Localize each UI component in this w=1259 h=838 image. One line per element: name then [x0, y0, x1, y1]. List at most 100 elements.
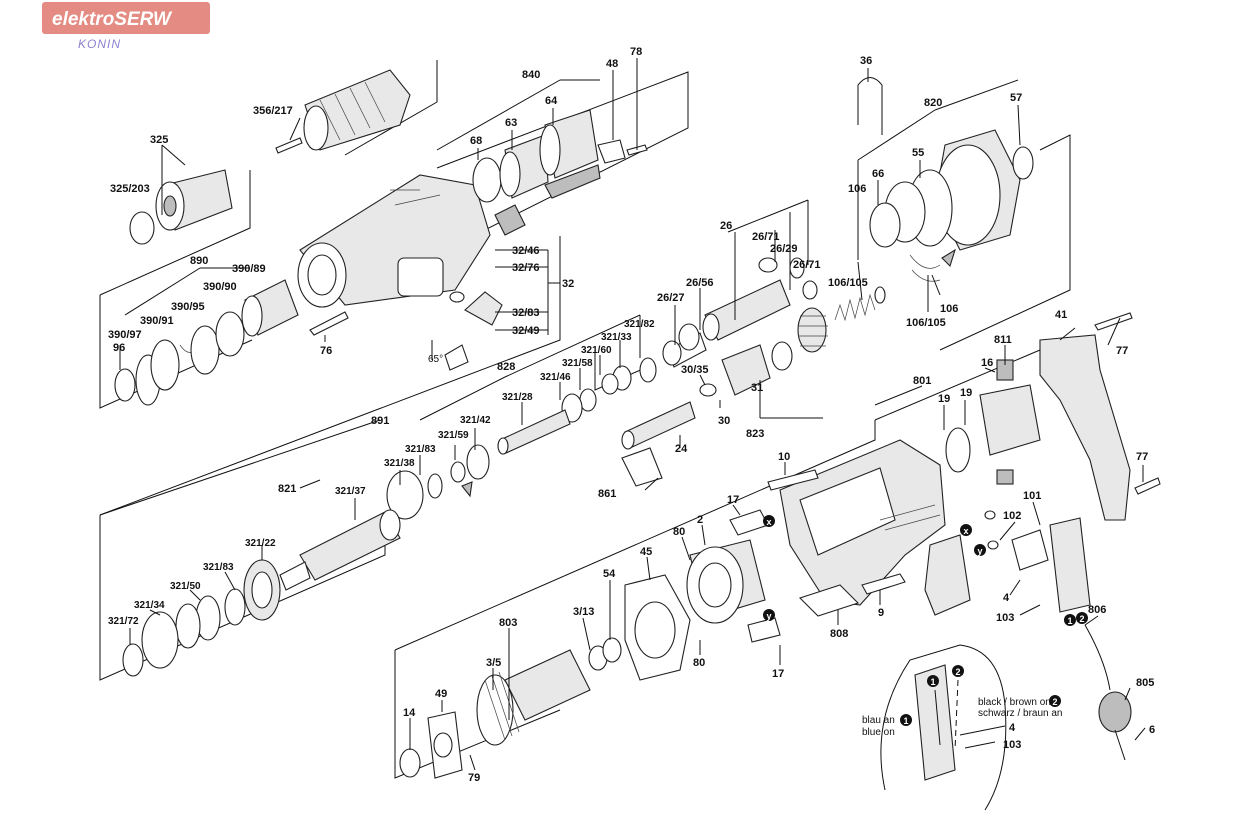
- label-26-29: 26/29: [770, 243, 798, 255]
- gear-sleeve-set: [472, 109, 648, 236]
- label-321-34: 321/34: [134, 600, 165, 611]
- connection-markers: x x y y 1 2 2 1 2 1: [763, 515, 1088, 726]
- intermediate-flange-820: [869, 129, 1034, 282]
- label-321-22: 321/22: [245, 538, 276, 549]
- motor-housing: [779, 439, 971, 616]
- label-32-46: 32/46: [512, 245, 540, 257]
- label-2: 2: [697, 514, 703, 526]
- marker-y-2: [974, 544, 986, 556]
- piston-assembly: [662, 257, 818, 368]
- label-66: 66: [872, 168, 884, 180]
- label-321-83-bottom: 321/83: [203, 562, 234, 573]
- label-17-top: 17: [727, 494, 739, 506]
- label-26-71-b: 26/71: [793, 259, 821, 271]
- label-17-bottom: 17: [772, 668, 784, 680]
- spindle-parts-891: [386, 444, 490, 520]
- retaining-clip-36: [857, 77, 883, 135]
- label-77-bottom: 77: [1136, 451, 1148, 463]
- label-3-5: 3/5: [486, 657, 501, 669]
- marker-1-switch-text: 1: [1067, 616, 1072, 626]
- stator-2: [686, 539, 766, 624]
- label-321-60: 321/60: [581, 345, 612, 356]
- label-57: 57: [1010, 92, 1022, 104]
- marker-y-1-text: y: [766, 611, 771, 621]
- logo-badge: [42, 2, 210, 34]
- marker-2-inset-text: 2: [955, 667, 960, 677]
- label-19-right: 19: [960, 387, 972, 399]
- label-26-71-a: 26/71: [752, 231, 780, 243]
- cable-805: [1084, 624, 1132, 761]
- label-96: 96: [113, 342, 125, 354]
- label-78: 78: [630, 46, 642, 58]
- label-321-50: 321/50: [170, 581, 201, 592]
- label-891: 891: [371, 415, 389, 427]
- label-820: 820: [924, 97, 942, 109]
- marker-1-inset: [927, 675, 939, 687]
- label-32-49: 32/49: [512, 325, 540, 337]
- label-16: 16: [981, 357, 993, 369]
- label-80-bottom: 80: [693, 657, 705, 669]
- label-6: 6: [1149, 724, 1155, 736]
- logo: elektroSERW KONIN: [42, 2, 210, 51]
- keyless-chuck: [303, 69, 411, 151]
- marker-2-switch: [1076, 612, 1088, 624]
- marker-y-2-text: y: [977, 546, 982, 556]
- logo-brand: elektroSERW: [52, 9, 173, 30]
- label-390-97: 390/97: [108, 329, 142, 341]
- marker-x-2-text: x: [963, 526, 968, 536]
- label-102: 102: [1003, 510, 1021, 522]
- label-63: 63: [505, 117, 517, 129]
- gear-housing: [297, 174, 491, 308]
- label-32-76: 32/76: [512, 262, 540, 274]
- label-321-82: 321/82: [624, 319, 655, 330]
- leader-lines: [99, 58, 1146, 771]
- label-48: 48: [606, 58, 618, 70]
- label-32-83: 32/83: [512, 307, 540, 319]
- label-321-83-top: 321/83: [405, 444, 436, 455]
- label-821: 821: [278, 483, 296, 495]
- label-54: 54: [603, 568, 616, 580]
- label-805: 805: [1136, 677, 1154, 689]
- label-3-13: 3/13: [573, 606, 594, 618]
- brush-springs: [729, 509, 781, 643]
- fan-guide-45: [624, 574, 691, 681]
- catch-861: [621, 447, 663, 487]
- label-55: 55: [912, 147, 924, 159]
- label-811: 811: [994, 334, 1012, 346]
- armature-803: [476, 637, 622, 746]
- label-356-217: 356/217: [253, 105, 293, 117]
- label-68: 68: [470, 135, 482, 147]
- label-32: 32: [562, 278, 574, 290]
- label-390-89: 390/89: [232, 263, 266, 275]
- label-80-top: 80: [673, 526, 685, 538]
- marker-x-1-text: x: [766, 517, 771, 527]
- label-321-42: 321/42: [460, 415, 491, 426]
- note-black-brown-de: schwarz / braun an: [978, 708, 1063, 719]
- label-41: 41: [1055, 309, 1067, 321]
- marker-1-note-text: 1: [903, 716, 908, 726]
- marker-y-1: [763, 609, 775, 621]
- marker-1-inset-text: 1: [930, 677, 935, 687]
- chuck-screw: [275, 137, 303, 154]
- marker-x-1: [763, 515, 775, 527]
- label-861: 861: [598, 488, 616, 500]
- label-106-105-a: 106/105: [828, 277, 868, 289]
- spring-106: [834, 286, 886, 322]
- label-10: 10: [778, 451, 790, 463]
- label-390-95: 390/95: [171, 301, 205, 313]
- label-19-left: 19: [938, 393, 950, 405]
- label-390-91: 390/91: [140, 315, 174, 327]
- baffle-49: [399, 711, 463, 779]
- guide-tube-821: [279, 509, 401, 591]
- label-9: 9: [878, 607, 884, 619]
- switch-102: [984, 510, 1091, 613]
- label-64: 64: [545, 95, 558, 107]
- label-65-degrees: 65°: [428, 354, 443, 365]
- marker-2-switch-text: 2: [1079, 614, 1084, 624]
- label-823: 823: [746, 428, 764, 440]
- label-806: 806: [1088, 604, 1106, 616]
- label-76: 76: [320, 345, 332, 357]
- label-106-top: 106: [848, 183, 866, 195]
- label-325: 325: [150, 134, 168, 146]
